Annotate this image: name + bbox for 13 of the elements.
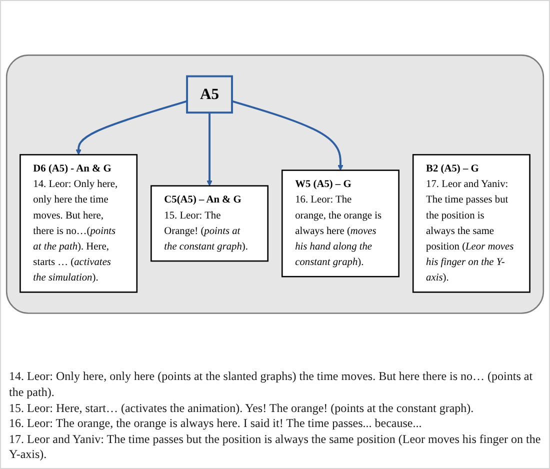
- node-box: D6 (A5) - An & G 14. Leor: Only here, only here the time moves. But here, there is no…(points at the path). Here, starts … (activates the simulation).: [20, 154, 138, 293]
- node-box: B2 (A5) – G 17. Leor and Yaniv: The time passes but the position is always the same position (Leor moves his finger on the Y-axis).: [412, 154, 530, 293]
- transcript-line: 17. Leor and Yaniv: The time passes but the position is always the same position (Leor moves his finger on the Y-axis).: [9, 432, 541, 463]
- cluster: [6, 54, 544, 314]
- node-box: W5 (A5) – G 16. Leor: The orange, the orange is always here (moves his hand along the constant graph).: [281, 170, 400, 278]
- transcript-line: 16. Leor: The orange, the orange is always here. I said it! The time passes... because...: [9, 416, 423, 432]
- arrow: [76, 100, 188, 155]
- arrow: [206, 112, 212, 186]
- transcript-line: 15. Leor: Here, start… (activates the animation). Yes! The orange! (points at the constant graph).: [9, 400, 475, 416]
- arrow: [232, 100, 344, 171]
- transcript-line: 14. Leor: Only here, only here (points at the slanted graphs) the time moves. But here there is no… (points at the path).: [9, 369, 534, 401]
- node-box: C5(A5) – An & G 15. Leor: The Orange! (points at the constant graph).: [150, 185, 269, 262]
- node-box: A5: [186, 75, 233, 114]
